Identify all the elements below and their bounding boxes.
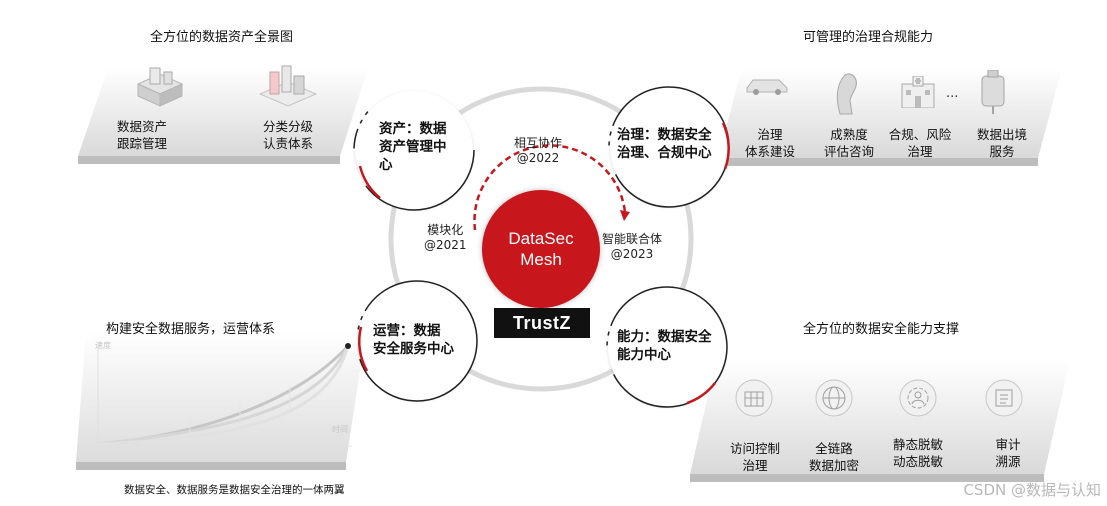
building-control-icon <box>734 378 774 422</box>
chart-ylabel: 速度 <box>95 341 111 350</box>
item-label-line2: 治理 <box>907 144 933 159</box>
audit-building-icon <box>984 378 1024 422</box>
horse-head-icon <box>830 70 862 120</box>
top-right-title: 可管理的治理合规能力 <box>803 30 934 45</box>
node-line2: 能力中心 <box>617 347 671 363</box>
bottom-right-title: 全方位的数据安全能力支撑 <box>803 322 960 337</box>
node-operation-label: 运营：数据 安全服务中心 <box>373 322 454 358</box>
item-access-control: 访问控制 治理 <box>725 440 785 474</box>
top-left-title: 全方位的数据资产全景图 <box>150 30 294 45</box>
hospital-icon <box>900 75 936 112</box>
node-capability-circle <box>608 288 726 406</box>
item-label-line2: 认责体系 <box>262 136 313 151</box>
bottom-left-title: 构建安全数据服务，运营体系 <box>106 322 276 337</box>
phase-2021: 模块化 @2021 <box>424 223 467 253</box>
item-label-line1: 成熟度 <box>830 127 868 142</box>
item-audit-trace: 审计 溯源 <box>978 436 1038 470</box>
item-label-line1: 访问控制 <box>729 441 780 456</box>
item-label-line1: 数据出境 <box>976 127 1027 142</box>
item-label-line1: 合规、风险 <box>888 127 952 142</box>
node-line2: 资产管理中 <box>379 139 447 155</box>
phase-year: @2022 <box>516 151 560 165</box>
datasec-mesh-core: DataSec Mesh <box>482 190 600 308</box>
item-asset-tracking: 数据资产 跟踪管理 <box>112 118 172 152</box>
node-capability-ring <box>606 286 728 408</box>
top-right-shelf <box>718 60 1062 172</box>
csdn-watermark: CSDN @数据与认知 <box>963 481 1101 499</box>
node-operation-ring <box>356 280 478 402</box>
growth-curves <box>97 343 352 447</box>
building-3d-icon <box>130 60 190 116</box>
node-governance-circle <box>610 88 728 206</box>
phase-year: @2021 <box>424 238 467 252</box>
item-label-line2: 动态脱敏 <box>892 454 943 469</box>
node-operation-circle <box>358 282 476 400</box>
chart-caption: 数据安全、数据服务是数据安全治理的一体两翼 <box>124 484 345 496</box>
car-icon <box>745 74 789 100</box>
node-line1: 治理：数据安全 <box>617 127 712 143</box>
phase-name: 模块化 <box>427 223 464 237</box>
phase-year: @2023 <box>610 247 654 261</box>
item-label-line1: 静态脱敏 <box>892 437 943 452</box>
item-label-line1: 全链路 <box>815 441 853 456</box>
chart-endpoint <box>345 343 351 349</box>
item-label-line1: 分类分级 <box>262 119 313 134</box>
item-classification: 分类分级 认责体系 <box>258 118 318 152</box>
item-label-line2: 溯源 <box>995 454 1021 469</box>
medicine-bag-icon <box>978 69 1008 118</box>
node-asset-label: 资产：数据 资产管理中 心 <box>379 120 447 174</box>
phase-name: 智能联合体 <box>602 232 663 246</box>
item-label-line2: 服务 <box>989 144 1015 159</box>
node-line1: 能力：数据安全 <box>617 329 712 345</box>
item-label-line2: 数据加密 <box>808 458 859 473</box>
item-compliance-risk: 合规、风险 治理 <box>885 126 955 160</box>
item-label-line2: 评估咨询 <box>823 144 874 159</box>
arc-arrowhead <box>620 210 630 221</box>
chart-xlabel: 时间 <box>332 425 348 434</box>
item-label-line1: 治理 <box>757 127 783 142</box>
node-line1: 运营：数据 <box>373 323 441 339</box>
globe-icon <box>814 378 854 422</box>
node-asset-circle <box>355 91 473 209</box>
item-label-line2: 治理 <box>742 458 768 473</box>
node-line1: 资产：数据 <box>379 121 447 137</box>
node-governance-ring <box>608 86 730 208</box>
ellipsis-text: ... <box>946 86 959 101</box>
item-label-line1: 数据资产 <box>116 119 167 134</box>
node-line3: 心 <box>379 157 393 173</box>
item-full-encryption: 全链路 数据加密 <box>804 440 864 474</box>
node-governance-label: 治理：数据安全 治理、合规中心 <box>617 126 712 162</box>
phase-name: 相互协作 <box>514 136 563 150</box>
item-maturity-assessment: 成熟度 评估咨询 <box>819 126 879 160</box>
node-capability-label: 能力：数据安全 能力中心 <box>617 328 712 364</box>
city-blocks-icon <box>256 62 320 116</box>
phase-2022: 相互协作 @2022 <box>514 136 562 166</box>
gear-user-icon <box>898 378 938 422</box>
node-line2: 安全服务中心 <box>373 341 454 357</box>
bottom-left-shelf <box>76 332 366 477</box>
core-line2: Mesh <box>520 250 562 269</box>
item-governance-system: 治理 体系建设 <box>740 126 800 160</box>
phase-2023: 智能联合体 @2023 <box>602 232 662 262</box>
node-asset-ring <box>353 89 475 211</box>
item-cross-border: 数据出境 服务 <box>972 126 1032 160</box>
item-label-line2: 体系建设 <box>744 144 795 159</box>
core-line1: DataSec <box>508 229 574 248</box>
node-line2: 治理、合规中心 <box>617 145 712 161</box>
growth-chart <box>90 338 360 462</box>
bottom-right-shelf <box>690 360 1070 484</box>
item-label-line2: 跟踪管理 <box>116 136 167 151</box>
evolution-arc <box>473 144 627 231</box>
item-masking: 静态脱敏 动态脱敏 <box>888 436 948 470</box>
trustz-logo: TrustZ <box>494 308 590 338</box>
item-label-line1: 审计 <box>995 437 1021 452</box>
